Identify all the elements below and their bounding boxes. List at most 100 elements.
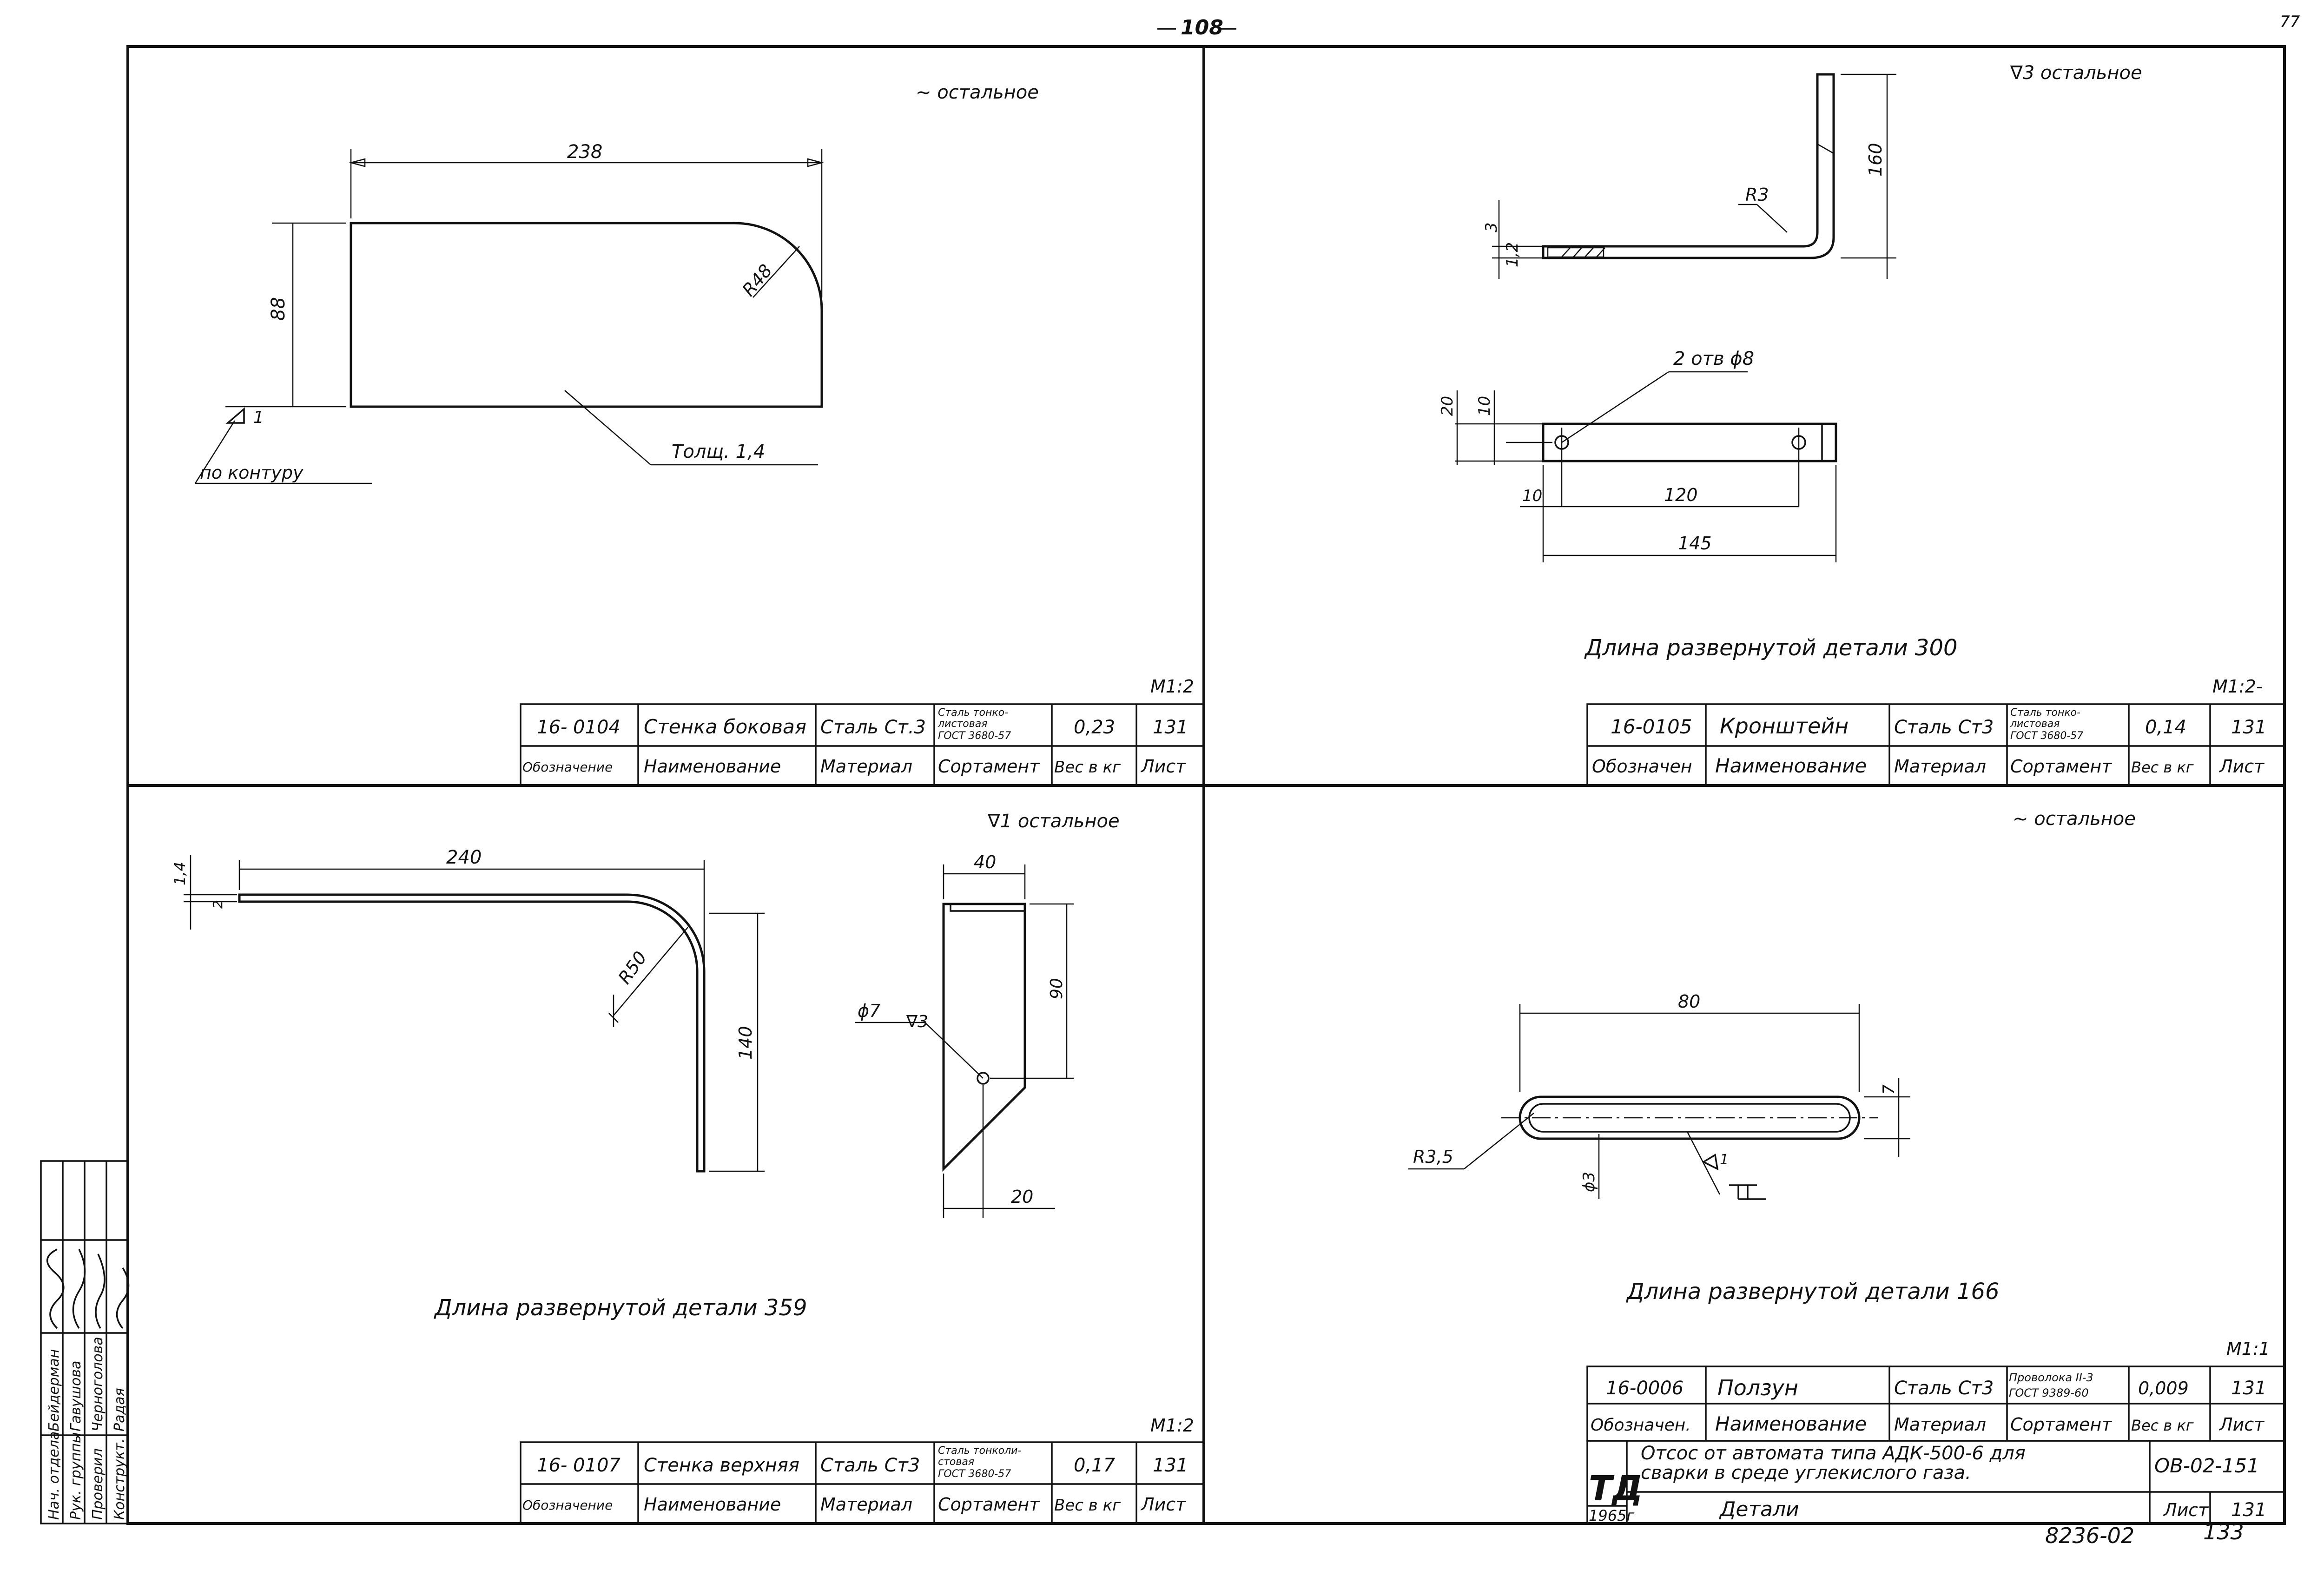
footer-number: 8236-02 (2045, 1523, 2134, 1548)
header-designation: Обозначен (1592, 756, 1692, 777)
dim-radius: R48 (738, 260, 776, 300)
sheet-number: 131 (2231, 1378, 2266, 1399)
assortment: стовая (938, 1456, 974, 1468)
assortment: листовая (938, 718, 987, 730)
parts-table-0105: 16-0105 Кронштейн Сталь Ст3 Сталь тонко-… (1586, 703, 2285, 786)
part-outline (350, 222, 823, 408)
header-material: Материал (1894, 1414, 1986, 1435)
header-designation: Обозначение (522, 759, 613, 775)
hole-size: ϕ7 (858, 1001, 880, 1021)
scale-label: М1:2- (2212, 676, 2263, 697)
sheet-label: Лист (2163, 1500, 2209, 1520)
designation: 16- 0104 (537, 717, 621, 738)
drawing-16-0105: ∇3 остальное 160 R3 3 1,2 2 отв ϕ8 20 10… (1438, 62, 2285, 786)
stamp-role: Нач. отдела (46, 1431, 62, 1520)
assortment: ГОСТ 3680-57 (938, 1468, 1011, 1480)
header-designation: Обозначен. (1591, 1416, 1691, 1435)
sheet-value: 131 (2231, 1499, 2266, 1521)
signature-scribble (46, 1248, 130, 1329)
part-side-view (1542, 73, 1835, 259)
dim-thickness: 1,4 (171, 862, 189, 885)
header-sheet: Лист (2218, 756, 2265, 777)
signature-stamp: Нач. отдела Рук. группы Проверил Констру… (40, 1160, 130, 1524)
drawing-16-0107: ∇1 остальное 240 1,4 2 R50 140 40 90 ϕ7 … (171, 811, 1205, 1524)
material: Сталь Ст3 (1894, 717, 1994, 738)
stamp-name: Радая (112, 1388, 128, 1431)
header-assortment: Сортамент (938, 1494, 1040, 1515)
header-assortment: Сортамент (2010, 756, 2113, 777)
stamp-name: Бейдерман (46, 1349, 62, 1431)
header-weight: Вес в кг (1054, 1496, 1121, 1515)
header-assortment: Сортамент (2010, 1414, 2113, 1435)
dim-height: 88 (268, 297, 289, 321)
dim-overall: 145 (1678, 533, 1712, 554)
part-name: Стенка боковая (644, 715, 806, 738)
year: 1965г (1589, 1507, 1634, 1524)
unfolded-length: Длина развернутой детали 300 (1584, 635, 1958, 661)
dim-edge: 10 (1522, 487, 1542, 505)
corner-number: 77 (2280, 13, 2300, 31)
dim-width: 20 (1438, 396, 1457, 416)
drawing-16-0006: ~ остальное 80 7 R3,5 ϕ3 1 Длина разверн… (1408, 808, 2285, 1524)
finish-note: ~ остальное (916, 82, 1039, 103)
finish-note: ∇1 остальное (987, 811, 1120, 832)
dim-length: 238 (567, 141, 602, 163)
hole-finish: ∇3 (906, 1012, 928, 1031)
material: Сталь Ст.3 (820, 717, 926, 738)
designation: 16-0105 (1611, 715, 1692, 738)
part-plan-view (942, 903, 1026, 1172)
scale-label: М1:2 (1150, 1415, 1194, 1436)
stamp-name: Гавушова (68, 1361, 84, 1431)
holes-note: 2 отв ϕ8 (1673, 348, 1754, 369)
assortment: ГОСТ 3680-57 (938, 730, 1011, 742)
page-top-number: 108 (1181, 16, 1223, 40)
part-name: Ползун (1717, 1375, 1798, 1400)
stamp-role: Конструкт. (112, 1438, 128, 1520)
footer-page: 133 (2203, 1519, 2244, 1544)
assortment: Сталь тонко- (938, 707, 1008, 719)
document-code: ОВ-02-151 (2154, 1454, 2259, 1477)
dim-hole-spacing: 120 (1664, 485, 1698, 505)
material: Сталь Ст3 (1894, 1378, 1994, 1399)
thickness-note: Толщ. 1,4 (672, 441, 765, 462)
dim-hole-height: 90 (1047, 978, 1066, 999)
header-material: Материал (820, 1494, 912, 1515)
weld-symbol: 1 (253, 408, 264, 427)
header-name: Наименование (644, 756, 781, 777)
dim-radius: R3 (1745, 185, 1769, 205)
stamp-role: Рук. группы (68, 1432, 84, 1520)
header-designation: Обозначение (522, 1497, 613, 1513)
unfolded-length: Длина развернутой детали 166 (1626, 1279, 2000, 1305)
dim-hole-offset: 10 (1475, 396, 1494, 416)
parts-table-0006: 16-0006 Ползун Сталь Ст3 Проволока II-3 … (1586, 1366, 2285, 1442)
header-sheet: Лист (1140, 1494, 1187, 1515)
org-logo: ТД (1589, 1469, 1643, 1509)
designation: 16- 0107 (537, 1455, 621, 1476)
dim-length: 240 (446, 847, 482, 868)
material: Сталь Ст3 (820, 1455, 920, 1476)
part-side-view (238, 893, 706, 1173)
sheet-number: 131 (1153, 1455, 1188, 1476)
assortment: Проволока II-3 (2009, 1371, 2093, 1384)
assortment: ГОСТ 9389-60 (2009, 1386, 2089, 1399)
dim-height: 7 (1880, 1084, 1898, 1095)
scale-label: М1:2 (1150, 676, 1194, 697)
dim-thickness: 3 (1482, 222, 1501, 232)
header-weight: Вес в кг (2131, 1417, 2194, 1434)
dim-length: 80 (1678, 991, 1700, 1012)
dim-radius: R50 (614, 948, 651, 988)
finish-note: ∇3 остальное (2010, 62, 2142, 84)
dim-diameter: ϕ3 (1580, 1172, 1598, 1192)
weight: 0,14 (2145, 717, 2186, 738)
unfolded-length: Длина развернутой детали 359 (434, 1295, 807, 1321)
assortment: Сталь тонколи- (938, 1445, 1021, 1457)
assortment: Сталь тонко- (2010, 707, 2080, 719)
weight: 0,17 (1074, 1455, 1116, 1476)
weight: 0,009 (2138, 1378, 2189, 1398)
sheet-number: 131 (1153, 717, 1188, 738)
dim-height: 160 (1865, 143, 1886, 177)
sheet-title: Детали (1719, 1497, 1799, 1521)
header-name: Наименование (644, 1494, 781, 1515)
designation: 16-0006 (1606, 1378, 1684, 1399)
